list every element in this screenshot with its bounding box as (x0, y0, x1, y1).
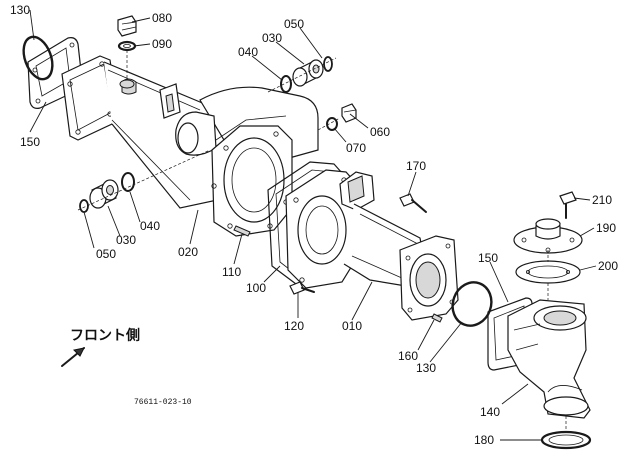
plug-080 (117, 15, 137, 37)
callout-090: 090 (152, 37, 172, 51)
bolt-210 (559, 191, 577, 219)
callout-040-top: 040 (238, 45, 258, 59)
callout-010: 010 (342, 319, 362, 333)
callout-060: 060 (370, 125, 390, 139)
cover-190 (513, 218, 583, 254)
bolt-170 (399, 193, 427, 213)
callout-070: 070 (346, 141, 366, 155)
callout-050-left: 050 (96, 247, 116, 261)
callout-190: 190 (596, 221, 616, 235)
washer-090 (117, 40, 137, 52)
pin-110 (233, 225, 251, 237)
oil-seal-180 (540, 430, 592, 450)
housing-010 (285, 169, 459, 321)
bearing-030-left (89, 179, 119, 209)
callout-150-top: 150 (20, 135, 40, 149)
drawing-code: 76611-023-10 (134, 398, 192, 407)
callout-050-top: 050 (284, 17, 304, 31)
callout-180: 180 (474, 433, 494, 447)
callout-040-left: 040 (140, 219, 160, 233)
o-ring-040-top (280, 75, 292, 93)
front-side-label: フロント側 (70, 327, 140, 344)
callout-170: 170 (406, 159, 426, 173)
callout-200: 200 (598, 259, 618, 273)
callout-110: 110 (222, 265, 241, 279)
callout-160: 160 (398, 349, 418, 363)
pin-160 (431, 313, 443, 323)
plug-060 (341, 103, 357, 123)
o-ring-130-top (22, 35, 54, 81)
washer-070 (326, 117, 338, 131)
callout-120: 120 (284, 319, 304, 333)
callout-150-lower: 150 (478, 251, 498, 265)
bolt-120 (289, 281, 315, 295)
callout-130-lower: 130 (416, 361, 436, 375)
housing-020 (61, 55, 319, 237)
callout-130-top: 130 (10, 3, 30, 17)
callout-030-top: 030 (262, 31, 282, 45)
callout-100: 100 (246, 281, 266, 295)
oil-seal-050-top (323, 56, 333, 72)
oil-seal-050-left (79, 199, 89, 213)
gear-case-140 (507, 299, 591, 419)
bearing-030-top (292, 59, 324, 87)
callout-030-left: 030 (116, 233, 136, 247)
leader-lines (29, 9, 597, 441)
gasket-200 (515, 260, 581, 284)
callout-210: 210 (592, 193, 612, 207)
callout-020: 020 (178, 245, 198, 259)
o-ring-130-lower (451, 281, 493, 327)
callout-080: 080 (152, 11, 172, 25)
front-arrow-icon (61, 347, 85, 367)
o-ring-040-left (121, 172, 135, 192)
callout-140: 140 (480, 405, 500, 419)
